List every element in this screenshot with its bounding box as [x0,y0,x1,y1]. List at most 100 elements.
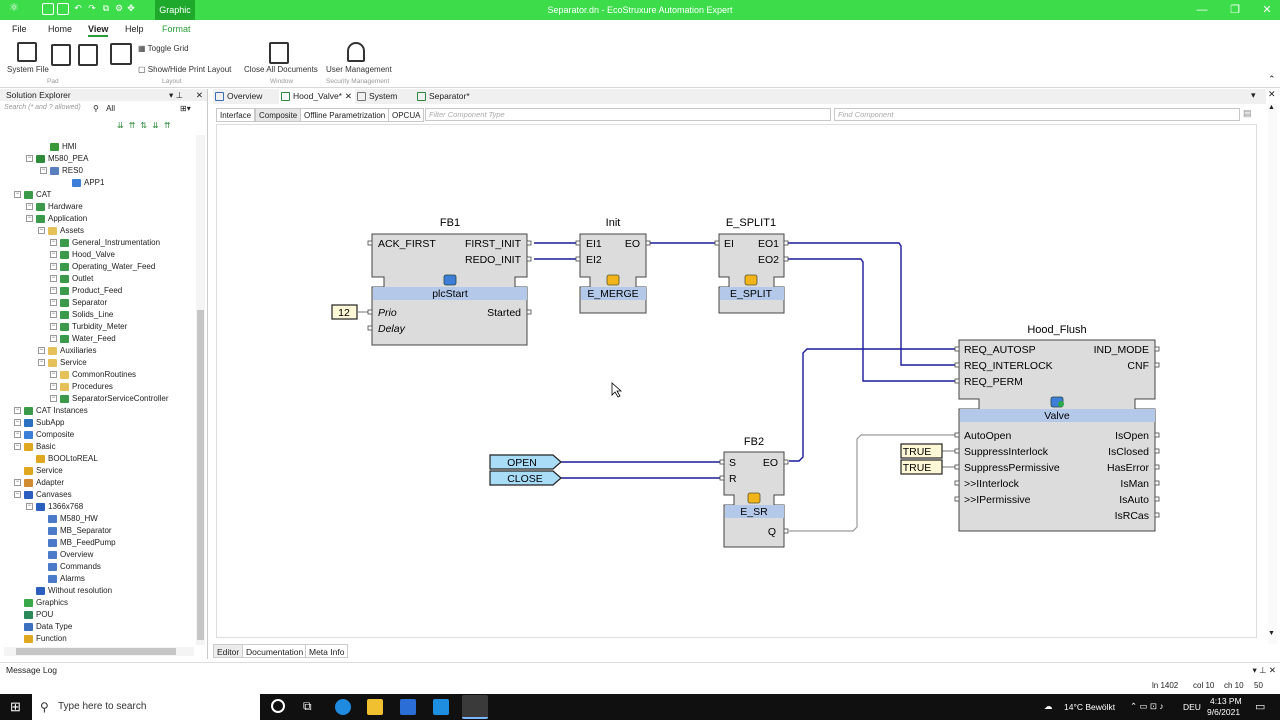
tree-item-outlet[interactable]: −Outlet [50,273,93,285]
close-all-documents-button[interactable]: Close All Documents [244,65,318,74]
tree-item-service[interactable]: Service [14,465,63,477]
file-explorer-icon[interactable] [367,699,383,715]
filter-component-type-input[interactable]: Filter Component Type [425,108,831,121]
close-icon[interactable]: ✕ [1260,3,1274,17]
component-options-icon[interactable]: ▤ [1243,108,1252,119]
tab-view[interactable]: View [88,24,108,37]
tree-item-service[interactable]: −Service [38,357,87,369]
clock-date[interactable]: 9/6/2021 [1207,707,1240,717]
close-all-documents-icon[interactable] [269,42,289,64]
pad-view-icon[interactable] [51,44,71,66]
expand-icon[interactable]: − [50,395,57,402]
tree-item-commands[interactable]: Commands [38,561,101,573]
weather-icon[interactable]: ☁ [1044,701,1053,712]
filter-select[interactable]: ⚲ All [93,104,115,113]
clock-time[interactable]: 4:13 PM [1210,696,1242,706]
tree-item-procedures[interactable]: −Procedures [50,381,113,393]
true-constant-2[interactable]: TRUE [901,460,942,474]
doc-tab-overview[interactable]: Overview [213,89,279,104]
tree-item-pou[interactable]: POU [14,609,53,621]
expand-icon[interactable]: − [50,263,57,270]
tree-item-alarms[interactable]: Alarms [38,573,85,585]
tree-item-hood-valve[interactable]: −Hood_Valve [50,249,115,261]
tree-item-general-instrumentation[interactable]: −General_Instrumentation [50,237,160,249]
subtab-composite[interactable]: Composite [255,108,301,122]
windows-start-icon[interactable]: ⊞ [10,699,21,715]
tree-item-hardware[interactable]: −Hardware [26,201,83,213]
init-block[interactable]: Init E_MERGE EI1 EI2 EO [576,217,650,313]
pin-icon[interactable]: ▾ ⊥ [169,89,183,101]
fb1-block[interactable]: FB1 plcStart ACK_FIRST FIRST_INIT REDO_I… [368,217,531,345]
doc-tab-system[interactable]: System [355,89,415,104]
tree-item-product-feed[interactable]: −Product_Feed [50,285,122,297]
tree-item-application[interactable]: −Application [26,213,87,225]
expand-icon[interactable]: − [38,347,45,354]
solution-search-input[interactable]: Search (* and ? allowed) [4,104,84,116]
system-file-icon[interactable] [17,42,37,62]
tree-item-mb-feedpump[interactable]: MB_FeedPump [38,537,116,549]
tree-item-auxiliaries[interactable]: −Auxiliaries [38,345,96,357]
tab-help[interactable]: Help [125,24,144,34]
tree-item-cat-instances[interactable]: −CAT Instances [14,405,88,417]
layout-grid-icon[interactable] [110,43,132,65]
tree-item-composite[interactable]: −Composite [14,429,74,441]
tab-list-icon[interactable]: ▾ [1251,90,1256,101]
tab-format[interactable]: Format [162,24,191,34]
expand-icon[interactable]: − [50,311,57,318]
tree-scroll-thumb[interactable] [197,310,204,640]
store-icon[interactable] [400,699,416,715]
language-indicator[interactable]: DEU [1183,702,1201,712]
system-file-button[interactable]: System File [7,65,49,74]
toggle-grid-button[interactable]: ▦ Toggle Grid [138,44,189,53]
tab-home[interactable]: Home [48,24,72,34]
expand-icon[interactable]: − [50,251,57,258]
tree-item-water-feed[interactable]: −Water_Feed [50,333,116,345]
tray-icons[interactable]: ⌃ ▭ ⊡ ♪ [1130,701,1164,712]
subtab-interface[interactable]: Interface [216,108,255,122]
tab-meta-info[interactable]: Meta Info [305,644,348,658]
tree-item-basic[interactable]: −Basic [14,441,56,453]
tree-item-app1[interactable]: APP1 [62,177,104,189]
tab-editor[interactable]: Editor [213,644,243,658]
tree-item-separatorservicecontroller[interactable]: −SeparatorServiceController [50,393,169,405]
tree-item-solids-line[interactable]: −Solids_Line [50,309,113,321]
expand-icon[interactable]: − [26,155,33,162]
subtab-offline-parametrization[interactable]: Offline Parametrization [300,108,389,122]
message-log-controls[interactable]: ▾ ⊥ ✕ [1252,663,1276,677]
expand-icon[interactable]: − [50,287,57,294]
expand-icon[interactable]: − [50,275,57,282]
expand-icon[interactable]: − [38,227,45,234]
tree-item-adapter[interactable]: −Adapter [14,477,64,489]
canvas-vertical-scrollbar[interactable]: ▲ ▼ [1268,104,1277,644]
tree-item-separator[interactable]: −Separator [50,297,107,309]
expand-icon[interactable]: − [14,491,21,498]
split-block[interactable]: E_SPLIT1 E_SPLIT EI EO1 EO2 [715,217,788,313]
notification-icon[interactable]: ▭ [1255,700,1265,713]
tree-item-function[interactable]: Function [14,633,67,645]
close-tab-icon[interactable]: ✕ [345,89,352,104]
scroll-up-icon[interactable]: ▲ [1268,104,1275,111]
restore-icon[interactable]: ❐ [1228,3,1242,17]
expand-icon[interactable]: − [50,299,57,306]
expand-icon[interactable]: − [14,419,21,426]
close-panel-icon[interactable]: ✕ [196,89,203,101]
tree-item-operating-water-feed[interactable]: −Operating_Water_Feed [50,261,155,273]
tree-item-overview[interactable]: Overview [38,549,93,561]
expand-icon[interactable]: − [14,479,21,486]
expand-icon[interactable]: − [14,407,21,414]
collapse-ribbon-icon[interactable]: ⌃ [1268,74,1276,85]
tree-item-1366x768[interactable]: −1366x768 [26,501,83,513]
user-management-icon[interactable] [347,42,365,62]
taskbar-search-box[interactable]: ⚲ Type here to search [32,694,260,720]
minimize-icon[interactable]: — [1195,3,1209,17]
mail-icon[interactable] [433,699,449,715]
expand-icon[interactable]: − [38,359,45,366]
user-management-button[interactable]: User Management [326,65,392,74]
doc-tab-separator[interactable]: Separator* [415,89,487,104]
fb2-block[interactable]: FB2 E_SR S R EO Q [720,436,788,547]
tree-item-without-resolution[interactable]: Without resolution [26,585,112,597]
tab-documentation[interactable]: Documentation [242,644,307,658]
show-hide-print-layout-button[interactable]: ▢ Show/Hide Print Layout [138,65,231,74]
composite-editor-canvas[interactable]: FB1 plcStart ACK_FIRST FIRST_INIT REDO_I… [216,124,1257,638]
tree-item-assets[interactable]: −Assets [38,225,84,237]
